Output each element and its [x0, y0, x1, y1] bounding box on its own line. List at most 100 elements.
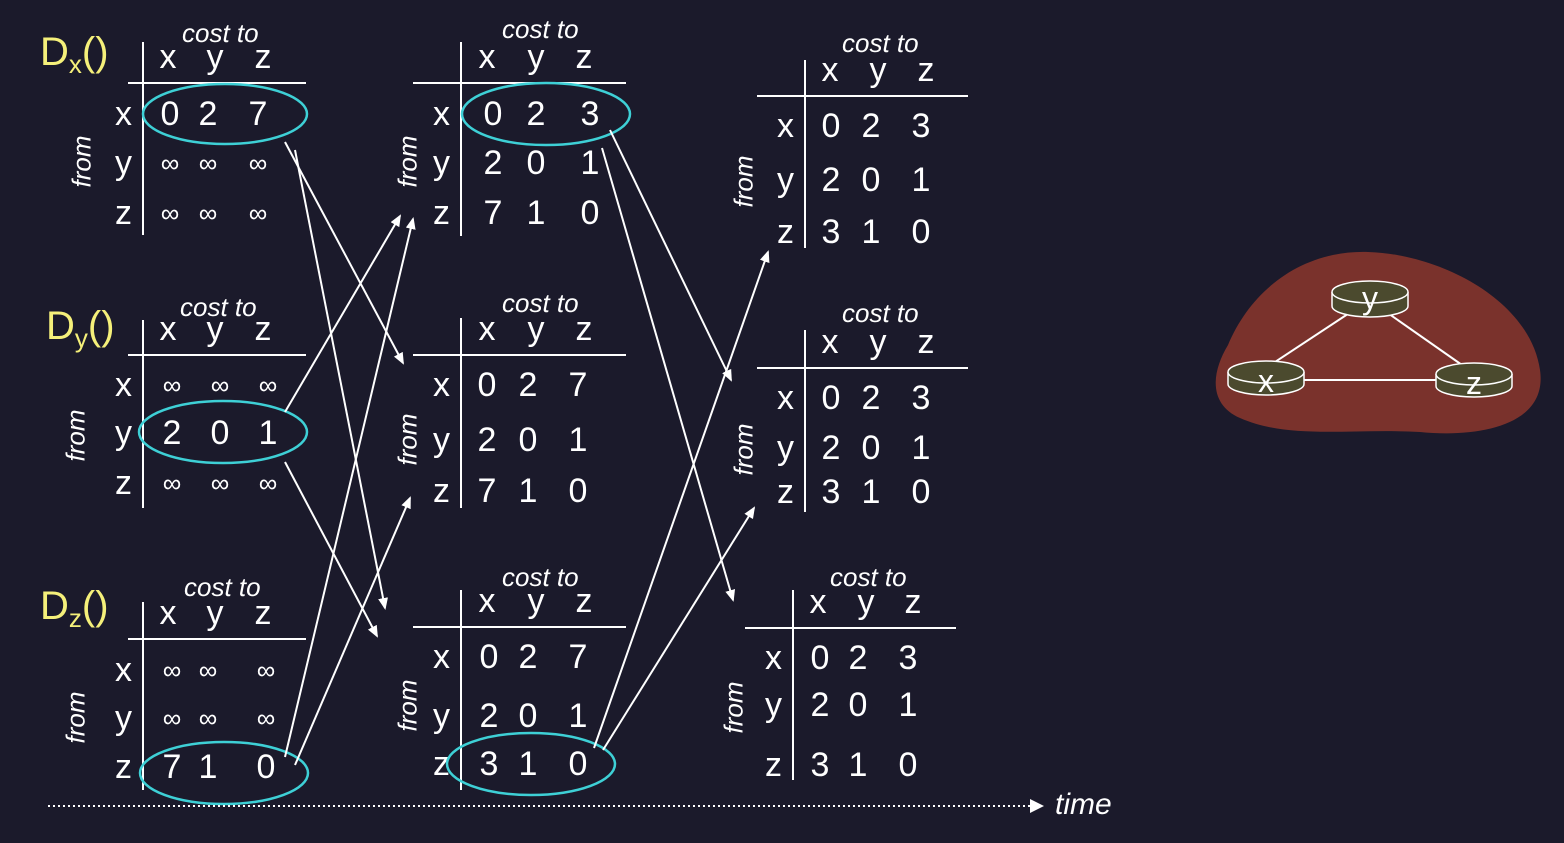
- router-z: [1435, 362, 1513, 398]
- table-cell: 3: [898, 639, 918, 677]
- table-cell: 1: [898, 686, 918, 724]
- table-cell: 0: [526, 144, 546, 182]
- table-cell: ∞: [162, 370, 182, 400]
- table-cell: 7: [248, 95, 268, 133]
- table-cell: 2: [518, 366, 538, 404]
- table-cell: 0: [848, 686, 868, 724]
- cost-to-label: cost to: [842, 28, 919, 58]
- table-cell: 2: [198, 95, 218, 133]
- table-cell: ∞: [210, 370, 230, 400]
- table-cell: 7: [162, 748, 182, 786]
- table-horizontal-rule: [413, 82, 626, 84]
- row-header: y: [433, 697, 450, 735]
- column-header: x: [478, 582, 496, 620]
- column-header: y: [527, 582, 545, 620]
- table-vertical-rule: [804, 60, 806, 248]
- row-header: y: [765, 686, 782, 724]
- table-vertical-rule: [142, 602, 144, 790]
- table-cell: ∞: [162, 655, 182, 685]
- table-cell: ∞: [162, 468, 182, 498]
- column-header: x: [159, 310, 177, 348]
- row-header: y: [777, 161, 794, 199]
- column-header: z: [575, 582, 593, 620]
- table-vertical-rule: [460, 42, 462, 236]
- table-cell: ∞: [198, 148, 218, 178]
- table-horizontal-rule: [757, 367, 968, 369]
- cost-to-label: cost to: [502, 288, 579, 318]
- row-header: z: [433, 472, 450, 510]
- table-cell: ∞: [258, 370, 278, 400]
- table-cell: 1: [568, 421, 588, 459]
- table-cell: 0: [568, 472, 588, 510]
- table-cell: ∞: [210, 468, 230, 498]
- table-cell: 2: [518, 638, 538, 676]
- table-cell: 2: [526, 95, 546, 133]
- cost-to-label: cost to: [180, 292, 257, 322]
- router-x-label: x: [1258, 363, 1274, 399]
- router-x: [1227, 360, 1305, 396]
- row-header: z: [115, 464, 132, 502]
- column-header: z: [254, 38, 272, 76]
- network-picture: y x z: [1215, 251, 1541, 434]
- column-header: x: [159, 38, 177, 76]
- cost-to-label: cost to: [184, 572, 261, 602]
- table-cell: 2: [861, 379, 881, 417]
- table-cell: 0: [580, 194, 600, 232]
- column-header: z: [575, 38, 593, 76]
- row-header: y: [115, 144, 132, 182]
- table-cell: 1: [198, 748, 218, 786]
- table-cell: 3: [479, 745, 499, 783]
- table-cell: 0: [160, 95, 180, 133]
- table-horizontal-rule: [413, 354, 626, 356]
- column-header: y: [869, 323, 887, 361]
- router-y-label: y: [1362, 280, 1378, 316]
- table-cell: ∞: [256, 655, 276, 685]
- table-cell: 0: [518, 697, 538, 735]
- table-cell: 0: [861, 429, 881, 467]
- table-cell: 0: [210, 414, 230, 452]
- column-header: z: [904, 583, 922, 621]
- router-z-label: z: [1466, 365, 1482, 401]
- table-cell: 2: [477, 421, 497, 459]
- table-cell: ∞: [256, 703, 276, 733]
- column-header: y: [869, 51, 887, 89]
- table-cell: 1: [911, 161, 931, 199]
- row-header: y: [433, 144, 450, 182]
- table-cell: 3: [821, 473, 841, 511]
- row-header: x: [115, 651, 132, 689]
- table-cell: ∞: [198, 703, 218, 733]
- table-cell: 0: [568, 745, 588, 783]
- arrow: [593, 250, 770, 749]
- table-cell: ∞: [162, 703, 182, 733]
- row-header: z: [433, 194, 450, 232]
- table-cell: 0: [911, 213, 931, 251]
- router-y: [1331, 280, 1409, 318]
- column-header: y: [857, 583, 875, 621]
- arrow: [602, 506, 756, 751]
- table-horizontal-rule: [128, 638, 306, 640]
- table-horizontal-rule: [128, 354, 306, 356]
- table-vertical-rule: [142, 320, 144, 508]
- highlight-dy-y: [137, 399, 309, 465]
- table-horizontal-rule: [745, 627, 956, 629]
- arrow: [284, 217, 416, 758]
- column-header: x: [821, 51, 839, 89]
- column-header: x: [159, 594, 177, 632]
- table-cell: 0: [861, 161, 881, 199]
- table-cell: 0: [479, 638, 499, 676]
- table-cell: 1: [568, 697, 588, 735]
- cost-to-label: cost to: [830, 562, 907, 592]
- table-cell: ∞: [258, 468, 278, 498]
- row-header: x: [115, 366, 132, 404]
- table-vertical-rule: [460, 590, 462, 790]
- table-cell: 2: [479, 697, 499, 735]
- table-cell: ∞: [160, 198, 180, 228]
- row-header: y: [115, 414, 132, 452]
- highlight-dz-z: [138, 740, 310, 806]
- row-header: x: [433, 95, 450, 133]
- table-cell: 0: [911, 473, 931, 511]
- table-cell: 3: [911, 107, 931, 145]
- cost-to-label: cost to: [502, 562, 579, 592]
- table-horizontal-rule: [413, 626, 626, 628]
